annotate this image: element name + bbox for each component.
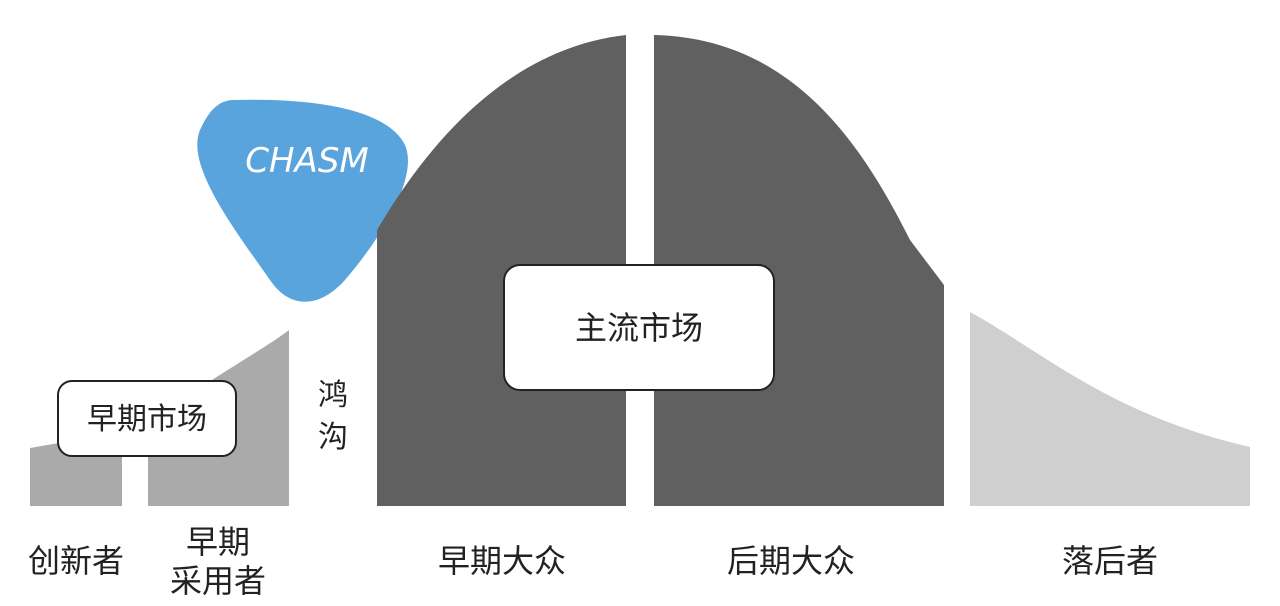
laggards-segment bbox=[970, 312, 1250, 506]
chasm-cn-char-1: 鸿 bbox=[318, 378, 348, 413]
early-market-box bbox=[57, 380, 237, 457]
early-adopters-label-line1: 早期 bbox=[186, 523, 250, 561]
chasm-blob bbox=[197, 99, 408, 302]
laggards-label: 落后者 bbox=[1062, 542, 1158, 580]
early-market-label: 早期市场 bbox=[87, 402, 207, 437]
mainstream-market-box bbox=[503, 264, 775, 391]
chasm-cn-char-2: 沟 bbox=[318, 420, 348, 455]
innovators-label: 创新者 bbox=[28, 542, 124, 580]
mainstream-market-label: 主流市场 bbox=[575, 309, 703, 347]
late-majority-label: 后期大众 bbox=[727, 542, 855, 580]
early-adopters-label-line2: 采用者 bbox=[170, 562, 266, 600]
chasm-label: CHASM bbox=[245, 141, 368, 181]
early-majority-label: 早期大众 bbox=[438, 542, 566, 580]
